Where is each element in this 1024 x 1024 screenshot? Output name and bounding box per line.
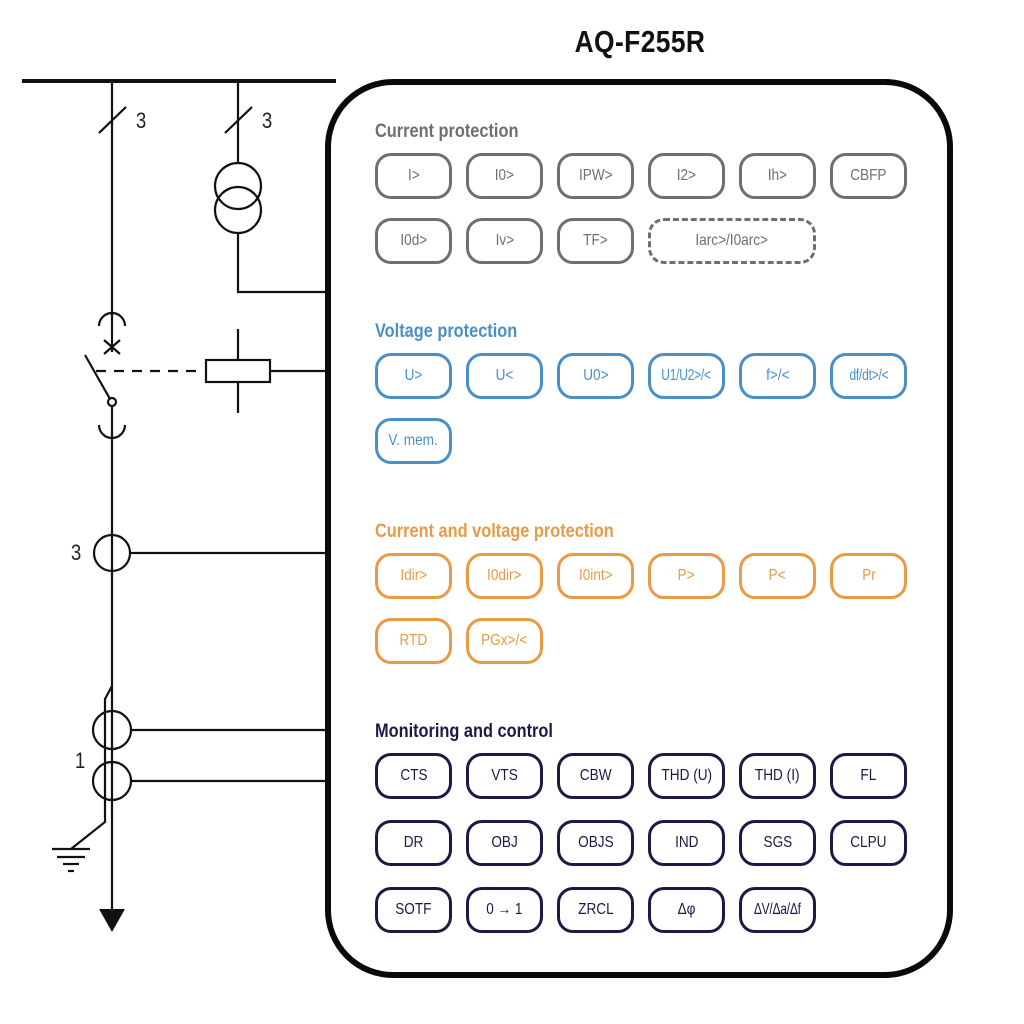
- load-arrow-icon: [99, 909, 125, 932]
- function-badge[interactable]: CBW: [557, 753, 634, 799]
- cbct-count: 1: [74, 748, 86, 773]
- function-badge[interactable]: P>: [648, 553, 725, 599]
- function-grid: I> I0> IPW> I2> Ih> CBFP I0d> Iv> TF> Ia…: [375, 153, 907, 264]
- feeder-phase-count: 3: [135, 108, 147, 133]
- function-badge[interactable]: I0dir>: [466, 553, 543, 599]
- function-badge[interactable]: Pr: [830, 553, 907, 599]
- function-badge[interactable]: DR: [375, 820, 452, 866]
- breaker-switch-icon: [84, 354, 111, 400]
- function-badge[interactable]: ZRCL: [557, 887, 634, 933]
- function-badge[interactable]: CBFP: [830, 153, 907, 199]
- group-monitoring-control: Monitoring and control CTS VTS CBW THD (…: [375, 720, 907, 933]
- function-grid: Idir> I0dir> I0int> P> P< Pr RTD PGx>/<: [375, 553, 907, 664]
- vt-phase-count: 3: [261, 108, 273, 133]
- function-badge[interactable]: SGS: [739, 820, 816, 866]
- function-badge[interactable]: U<: [466, 353, 543, 399]
- function-badge[interactable]: I0>: [466, 153, 543, 199]
- function-badge[interactable]: THD (I): [739, 753, 816, 799]
- function-badge[interactable]: IPW>: [557, 153, 634, 199]
- function-badge[interactable]: OBJS: [557, 820, 634, 866]
- feeder-phase-mark: [98, 106, 127, 134]
- function-badge[interactable]: OBJ: [466, 820, 543, 866]
- group-voltage-protection: Voltage protection U> U< U0> U1/U2>/< f>…: [375, 320, 907, 464]
- function-badge[interactable]: Ih>: [739, 153, 816, 199]
- group-current-voltage-protection: Current and voltage protection Idir> I0d…: [375, 520, 907, 664]
- function-badge[interactable]: VTS: [466, 753, 543, 799]
- function-badge[interactable]: df/dt>/<: [830, 353, 907, 399]
- optional-function-badge[interactable]: Iarc>/I0arc>: [648, 218, 816, 264]
- function-badge[interactable]: V. mem.: [375, 418, 452, 464]
- function-badge[interactable]: f>/<: [739, 353, 816, 399]
- voltage-transformer-icon: [213, 161, 263, 211]
- trip-coil-icon: [204, 358, 272, 384]
- function-badge[interactable]: THD (U): [648, 753, 725, 799]
- function-badge[interactable]: ΔV/Δa/Δf: [739, 887, 816, 933]
- vt-connection: [236, 233, 329, 294]
- function-badge[interactable]: U>: [375, 353, 452, 399]
- function-badge[interactable]: I0d>: [375, 218, 452, 264]
- function-badge[interactable]: RTD: [375, 618, 452, 664]
- ct-phase-count: 3: [70, 540, 82, 565]
- group-title: Current and voltage protection: [375, 521, 614, 542]
- function-badge[interactable]: I>: [375, 153, 452, 199]
- function-badge[interactable]: Iv>: [466, 218, 543, 264]
- function-grid: U> U< U0> U1/U2>/< f>/< df/dt>/< V. mem.: [375, 353, 907, 464]
- function-badge[interactable]: I0int>: [557, 553, 634, 599]
- earth-cable: [70, 685, 113, 850]
- function-badge[interactable]: PGx>/<: [466, 618, 543, 664]
- function-badge[interactable]: I2>: [648, 153, 725, 199]
- device-title: AQ-F255R: [574, 24, 706, 59]
- group-title: Monitoring and control: [375, 721, 553, 742]
- function-grid: CTS VTS CBW THD (U) THD (I) FL DR OBJ OB…: [375, 753, 907, 933]
- function-badge[interactable]: Idir>: [375, 553, 452, 599]
- function-badge[interactable]: P<: [739, 553, 816, 599]
- group-title: Voltage protection: [375, 321, 518, 342]
- function-badge[interactable]: CTS: [375, 753, 452, 799]
- function-badge[interactable]: CLPU: [830, 820, 907, 866]
- function-badge[interactable]: U1/U2>/<: [648, 353, 725, 399]
- vt-phase-mark: [224, 106, 253, 134]
- function-badge[interactable]: Δφ: [648, 887, 725, 933]
- function-badge[interactable]: TF>: [557, 218, 634, 264]
- function-badge[interactable]: IND: [648, 820, 725, 866]
- function-badge[interactable]: FL: [830, 753, 907, 799]
- group-current-protection: Current protection I> I0> IPW> I2> Ih> C…: [375, 120, 907, 264]
- function-badge[interactable]: SOTF: [375, 887, 452, 933]
- plug-top-icon: [97, 311, 127, 327]
- function-badge[interactable]: 0 → 1: [466, 887, 543, 933]
- function-badge[interactable]: U0>: [557, 353, 634, 399]
- group-title: Current protection: [375, 121, 519, 142]
